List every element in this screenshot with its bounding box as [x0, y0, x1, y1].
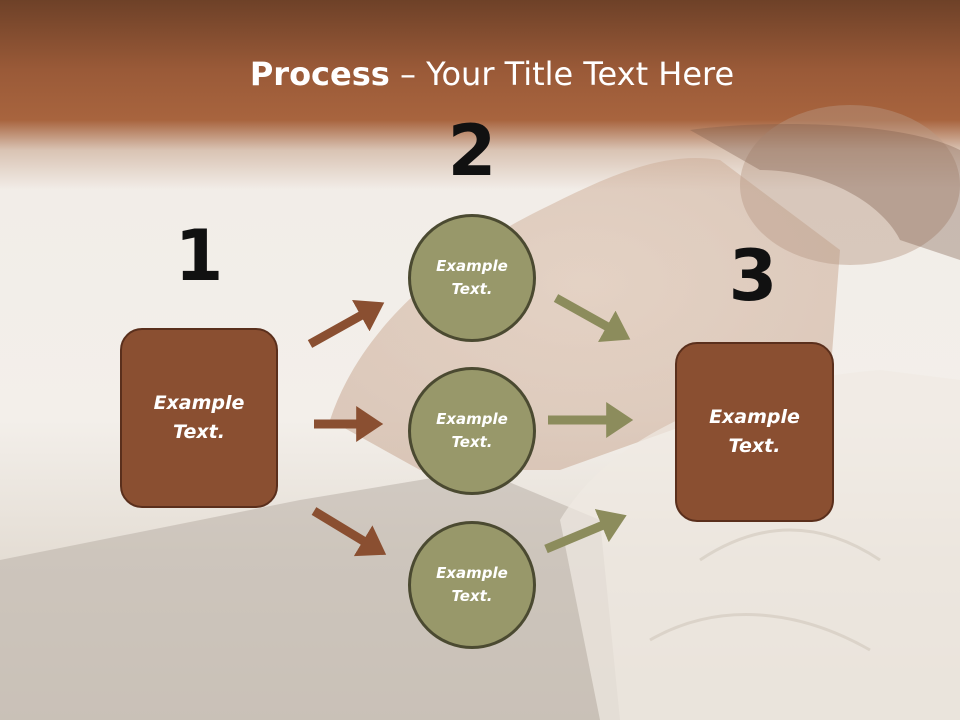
step-1-text: Example Text. — [153, 392, 245, 443]
arrow-2c-to-3 — [544, 509, 627, 554]
arrow-2a-to-3 — [553, 294, 631, 343]
step-number-2: 2 — [447, 110, 497, 192]
title-rest: – Your Title Text Here — [389, 55, 735, 93]
step-number-1: 1 — [174, 215, 224, 297]
arrow-1-to-2c — [311, 507, 387, 557]
step-number-3: 3 — [728, 235, 778, 317]
step-2-circle-3: Example Text. — [408, 521, 536, 649]
step-2-circle-1-text: Example Text. — [436, 257, 508, 298]
step-1-box: Example Text. — [120, 328, 278, 508]
step-2-circle-2-text: Example Text. — [436, 410, 508, 451]
step-3-text: Example Text. — [709, 406, 800, 457]
slide-title: Process – Your Title Text Here — [0, 52, 960, 96]
step-2-circle-2: Example Text. — [408, 367, 536, 495]
step-2-circle-1: Example Text. — [408, 214, 536, 342]
step-3-box: Example Text. — [675, 342, 834, 522]
arrow-1-to-2a — [307, 299, 385, 348]
step-2-circle-3-text: Example Text. — [436, 564, 508, 605]
title-bold: Process — [249, 55, 390, 93]
